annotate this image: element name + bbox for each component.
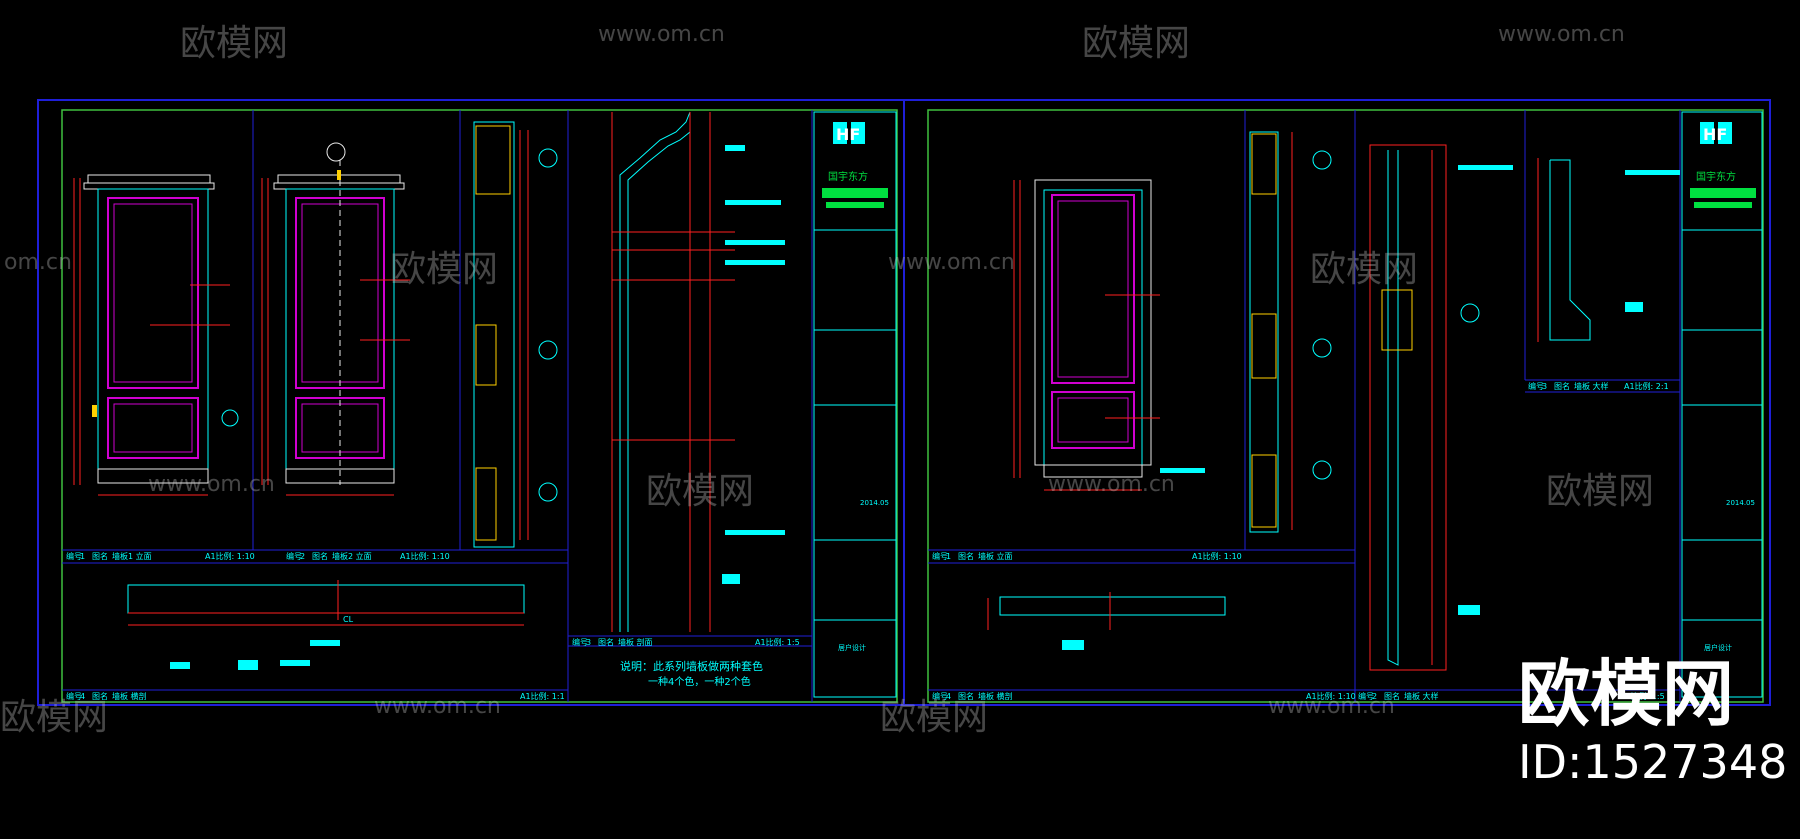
tb-left-project: 居户设计 (838, 643, 866, 652)
right-sheet (903, 99, 1771, 706)
watermark-url-short-1: om.cn (4, 250, 72, 275)
left-sheet (37, 99, 905, 706)
right-title-c-no-val: 3 (1542, 382, 1547, 391)
tall-section-profile (611, 111, 785, 632)
note-line-1: 说明：此系列墙板做两种套色 (620, 659, 763, 673)
tall-section-profile-right (1369, 144, 1513, 671)
tb-right-company: 国宇东方 (1696, 170, 1736, 183)
watermark-url-1: www.om.cn (598, 22, 725, 47)
right-title-d-no-val: 4 (946, 692, 951, 701)
left-cl-mark: CL (343, 615, 354, 624)
right-title-d-name: 墙板 横剖 (978, 691, 1013, 701)
tb-right-date: 2014.05 (1726, 499, 1755, 507)
left-title-d-name-label: 图名 (92, 691, 108, 701)
watermark-brand-8: 欧模网 (880, 697, 989, 738)
vertical-section-strip (473, 121, 558, 548)
door-elevation-3 (1013, 179, 1205, 491)
right-title-b-name-label: 图名 (1384, 691, 1400, 701)
right-title-b-no: 编号 (1358, 691, 1374, 701)
left-title-b-name: 墙板2 立面 (332, 551, 372, 561)
left-title-a-no: 编号 (66, 551, 82, 561)
detail-profile-small (1537, 158, 1680, 342)
watermark-url-2: www.om.cn (1498, 22, 1625, 47)
tb-right-logo: HF (1703, 125, 1727, 144)
right-title-c-no: 编号 (1528, 381, 1544, 391)
right-title-b-no-val: 2 (1372, 692, 1377, 701)
left-title-a-scale: A1比例: 1:10 (205, 551, 255, 561)
right-inner-frame (927, 109, 1764, 703)
left-title-c-name: 墙板 剖面 (618, 637, 653, 647)
right-title-d-name-label: 图名 (958, 691, 974, 701)
watermark-brand-1: 欧模网 (180, 23, 289, 64)
watermark-brand-5: 欧模网 (646, 471, 755, 512)
watermark-url-7: www.om.cn (1268, 694, 1395, 719)
watermark-brand-3: 欧模网 (390, 249, 499, 290)
tb-left-logo: HF (836, 125, 860, 144)
right-title-c-name: 墙板 大样 (1574, 381, 1609, 391)
left-outer-frame (37, 99, 905, 706)
left-title-d-no: 编号 (66, 691, 82, 701)
watermark-brand-2: 欧模网 (1082, 23, 1191, 64)
right-outer-frame (903, 99, 1771, 706)
title-block-right (1681, 111, 1763, 698)
left-title-a-name-label: 图名 (92, 551, 108, 561)
title-block-left (813, 111, 897, 698)
tb-left-date: 2014.05 (860, 499, 889, 507)
left-inner-frame (61, 109, 898, 703)
horizontal-section-left (127, 580, 525, 670)
door-elevation-2 (261, 142, 410, 496)
watermark-brand-7: 欧模网 (0, 697, 109, 738)
left-title-c-no-val: 3 (586, 638, 591, 647)
left-title-a-no-val: 1 (80, 552, 85, 561)
watermark-brand-6: 欧模网 (1546, 471, 1655, 512)
watermark-url-3: www.om.cn (888, 250, 1015, 275)
corner-brand-logo: 欧模网 (1518, 652, 1735, 736)
right-title-b-name: 墙板 大样 (1404, 691, 1439, 701)
left-title-d-name: 墙板 横剖 (112, 691, 147, 701)
left-title-b-scale: A1比例: 1:10 (400, 551, 450, 561)
right-title-b-scale: A1比例: 1:5 (1620, 691, 1665, 701)
horizontal-section-right (987, 592, 1226, 650)
right-title-d-scale-a: A1比例: 1:10 (1306, 691, 1356, 701)
left-title-d-no-val: 4 (80, 692, 85, 701)
note-line-2: 一种4个色，一种2个色 (648, 675, 751, 688)
watermark-url-6: www.om.cn (374, 694, 501, 719)
watermark-url-4: www.om.cn (148, 472, 275, 497)
right-title-a-no-val: 1 (946, 552, 951, 561)
right-title-a-name-label: 图名 (958, 551, 974, 561)
left-title-b-no-val: 2 (300, 552, 305, 561)
watermark-url-5: www.om.cn (1048, 472, 1175, 497)
right-title-c-name-label: 图名 (1554, 381, 1570, 391)
left-title-c-no: 编号 (572, 637, 588, 647)
corner-id-label: ID:1527348 (1518, 735, 1788, 789)
left-title-c-scale: A1比例: 1:5 (755, 637, 800, 647)
right-title-c-scale: A1比例: 2:1 (1624, 381, 1669, 391)
vertical-section-strip-right (1249, 131, 1332, 533)
left-title-c-name-label: 图名 (598, 637, 614, 647)
right-title-a-name: 墙板 立面 (978, 551, 1013, 561)
right-title-a-no: 编号 (932, 551, 948, 561)
tb-left-company: 国宇东方 (828, 170, 868, 183)
tb-right-project: 居户设计 (1704, 643, 1732, 652)
left-title-a-name: 墙板1 立面 (112, 551, 152, 561)
right-title-d-no: 编号 (932, 691, 948, 701)
watermark-brand-4: 欧模网 (1310, 249, 1419, 290)
right-title-a-scale: A1比例: 1:10 (1192, 551, 1242, 561)
left-title-b-name-label: 图名 (312, 551, 328, 561)
door-elevation-1 (73, 174, 239, 496)
left-title-d-scale: A1比例: 1:1 (520, 691, 565, 701)
left-title-b-no: 编号 (286, 551, 302, 561)
